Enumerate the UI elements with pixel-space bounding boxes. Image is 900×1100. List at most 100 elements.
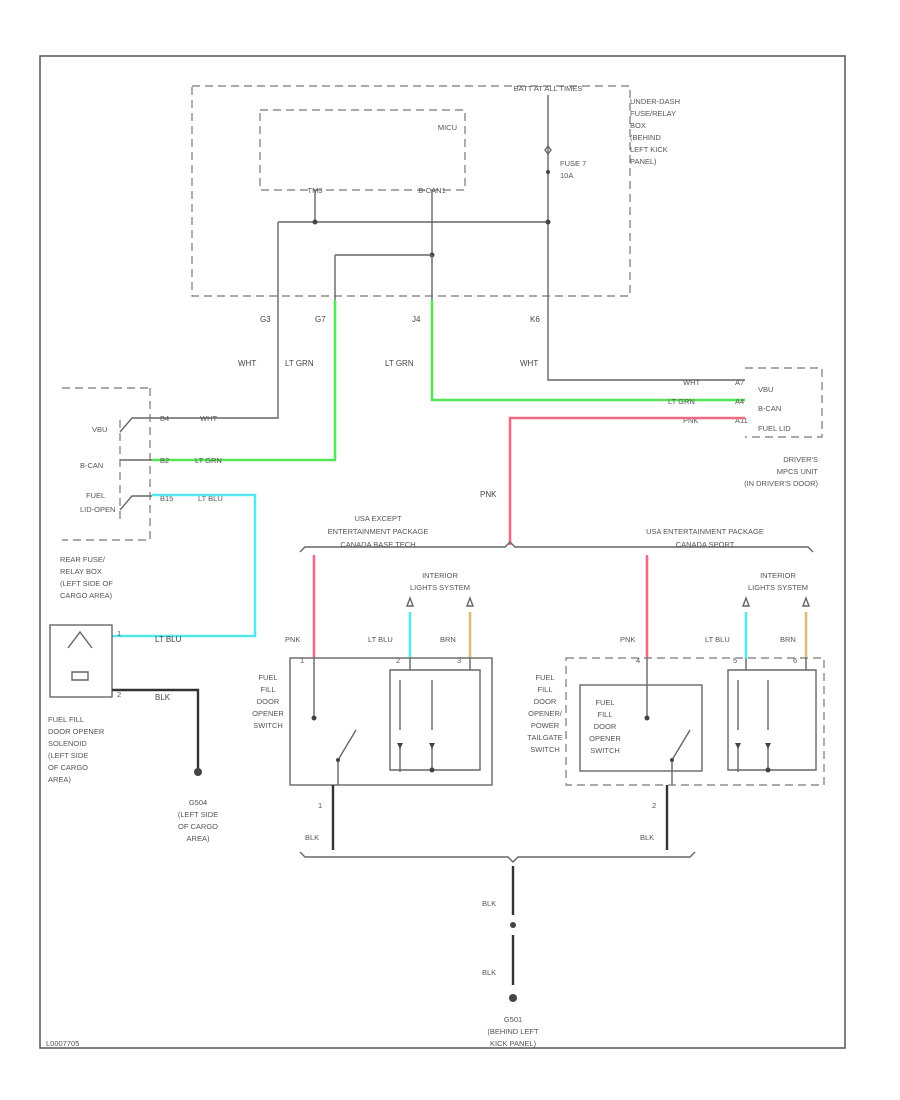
left-switch-wire-labels: PNK LT BLU BRN 1 2 3 1 xyxy=(285,635,461,810)
svg-text:LT GRN: LT GRN xyxy=(668,397,695,406)
svg-text:PNK: PNK xyxy=(620,635,635,644)
right-interior-label: INTERIOR LIGHTS SYSTEM xyxy=(748,571,808,592)
svg-text:VBU: VBU xyxy=(758,385,773,394)
mpcs-wire-labels: WHT LT GRN PNK A7 A4 A11 xyxy=(668,378,748,425)
svg-text:ENTERTAINMENT PACKAGE: ENTERTAINMENT PACKAGE xyxy=(328,527,429,536)
mpcs-label: DRIVER'S MPCS UNIT (IN DRIVER'S DOOR) xyxy=(744,455,818,488)
svg-text:UNDER-DASH: UNDER-DASH xyxy=(630,97,680,106)
svg-text:B-CAN: B-CAN xyxy=(80,461,103,470)
svg-text:(LEFT SIDE OF: (LEFT SIDE OF xyxy=(60,579,113,588)
svg-text:AREA): AREA) xyxy=(48,775,71,784)
svg-text:OPENER: OPENER xyxy=(589,734,621,743)
svg-text:(BEHIND LEFT: (BEHIND LEFT xyxy=(487,1027,539,1036)
svg-text:POWER: POWER xyxy=(531,721,560,730)
svg-text:PNK: PNK xyxy=(683,416,698,425)
diagram-frame xyxy=(39,55,846,1049)
svg-text:FUEL: FUEL xyxy=(258,673,277,682)
svg-text:DOOR: DOOR xyxy=(257,697,280,706)
svg-text:KICK PANEL): KICK PANEL) xyxy=(490,1039,537,1048)
mpcs-unit-box xyxy=(745,367,823,438)
wire-pnk-main xyxy=(508,416,745,545)
svg-text:FILL: FILL xyxy=(597,710,612,719)
svg-text:FUEL FILL: FUEL FILL xyxy=(48,715,84,724)
svg-text:CANADA BASE TECH: CANADA BASE TECH xyxy=(340,540,415,549)
svg-text:SWITCH: SWITCH xyxy=(530,745,560,754)
svg-text:FUEL: FUEL xyxy=(86,491,105,500)
ground-wire-b-label: BLK xyxy=(482,968,496,977)
g501-label: G501 (BEHIND LEFT KICK PANEL) xyxy=(487,1015,539,1048)
svg-text:WHT: WHT xyxy=(683,378,700,387)
svg-text:A4: A4 xyxy=(735,397,744,406)
micu-label: MICU xyxy=(438,123,457,132)
svg-text:FUEL LID: FUEL LID xyxy=(758,424,791,433)
svg-text:INTERIOR: INTERIOR xyxy=(422,571,458,580)
left-switch-blk-label: BLK xyxy=(305,833,319,842)
svg-text:SOLENOID: SOLENOID xyxy=(48,739,87,748)
svg-text:G501: G501 xyxy=(504,1015,522,1024)
solenoid-icon xyxy=(67,630,93,681)
wire-g7-color: LT GRN xyxy=(285,359,314,368)
right-package-label: USA ENTERTAINMENT PACKAGE CANADA SPORT xyxy=(646,527,764,549)
package-bracket xyxy=(299,541,814,553)
svg-text:1: 1 xyxy=(300,656,304,665)
svg-text:FILL: FILL xyxy=(260,685,275,694)
right-switch-outer-label: FUEL FILL DOOR OPENER/ POWER TAILGATE SW… xyxy=(527,673,562,754)
wire-lt-blu-solenoid xyxy=(112,493,257,638)
svg-text:G504: G504 xyxy=(189,798,207,807)
svg-text:G7: G7 xyxy=(315,315,326,324)
fuse-box-connector-pins: G3 G7 J4 K6 xyxy=(260,315,540,324)
svg-text:TAILGATE: TAILGATE xyxy=(527,733,562,742)
wire-k6-wht xyxy=(547,300,745,381)
svg-text:LT BLU: LT BLU xyxy=(368,635,393,644)
svg-text:DOOR: DOOR xyxy=(594,722,617,731)
svg-text:(IN DRIVER'S DOOR): (IN DRIVER'S DOOR) xyxy=(744,479,818,488)
left-fuel-door-switch[interactable] xyxy=(289,657,493,786)
svg-text:(BEHIND: (BEHIND xyxy=(630,133,661,142)
wire-j4-color: LT GRN xyxy=(385,359,414,368)
wire-blk-solenoid xyxy=(112,688,200,770)
solenoid-label: FUEL FILL DOOR OPENER SOLENOID (LEFT SID… xyxy=(48,715,105,784)
svg-text:SWITCH: SWITCH xyxy=(590,746,620,755)
svg-text:LID-OPEN: LID-OPEN xyxy=(80,505,115,514)
right-switch-wire-labels: PNK LT BLU BRN 4 5 6 2 xyxy=(620,635,797,810)
left-switch-contacts xyxy=(313,658,481,785)
svg-text:BOX: BOX xyxy=(630,121,646,130)
svg-text:3: 3 xyxy=(457,656,461,665)
svg-text:CANADA SPORT: CANADA SPORT xyxy=(676,540,735,549)
svg-text:FUEL: FUEL xyxy=(535,673,554,682)
fuse-7-icon xyxy=(544,144,552,156)
svg-text:FILL: FILL xyxy=(537,685,552,694)
svg-text:LT GRN: LT GRN xyxy=(195,456,222,465)
solenoid-wire2-label: BLK xyxy=(155,693,171,702)
right-fuel-door-switch[interactable] xyxy=(565,657,825,786)
svg-text:LT BLU: LT BLU xyxy=(198,494,223,503)
svg-text:PNK: PNK xyxy=(285,635,300,644)
svg-text:MPCS UNIT: MPCS UNIT xyxy=(777,467,819,476)
fuel-fill-door-solenoid xyxy=(49,624,113,698)
center-pnk-label: PNK xyxy=(480,490,497,499)
svg-text:(LEFT SIDE: (LEFT SIDE xyxy=(178,810,218,819)
g504-label: G504 (LEFT SIDE OF CARGO AREA) xyxy=(178,798,218,843)
fuse-box-label: UNDER-DASH FUSE/RELAY BOX (BEHIND LEFT K… xyxy=(630,97,680,166)
svg-text:USA EXCEPT: USA EXCEPT xyxy=(354,514,402,523)
svg-text:2: 2 xyxy=(652,801,656,810)
svg-text:B4: B4 xyxy=(160,414,169,423)
batt-at-all-times-label: BATT AT ALL TIMES xyxy=(514,84,583,93)
svg-text:WHT: WHT xyxy=(200,414,217,423)
svg-text:2: 2 xyxy=(396,656,400,665)
right-switch-blk-label: BLK xyxy=(640,833,654,842)
left-interior-label: INTERIOR LIGHTS SYSTEM xyxy=(410,571,470,592)
svg-text:FUSE/RELAY: FUSE/RELAY xyxy=(630,109,676,118)
svg-text:B2: B2 xyxy=(160,456,169,465)
svg-text:LIGHTS SYSTEM: LIGHTS SYSTEM xyxy=(748,583,808,592)
ground-bracket xyxy=(299,851,696,863)
svg-text:BRN: BRN xyxy=(440,635,456,644)
svg-text:A7: A7 xyxy=(735,378,744,387)
wire-g3-color: WHT xyxy=(238,359,256,368)
svg-text:LEFT KICK: LEFT KICK xyxy=(630,145,668,154)
svg-text:DOOR OPENER: DOOR OPENER xyxy=(48,727,105,736)
svg-text:6: 6 xyxy=(793,656,797,665)
right-inner-switch xyxy=(579,684,703,772)
diagram-code: L0007705 xyxy=(46,1039,79,1048)
svg-text:FUEL: FUEL xyxy=(595,698,614,707)
